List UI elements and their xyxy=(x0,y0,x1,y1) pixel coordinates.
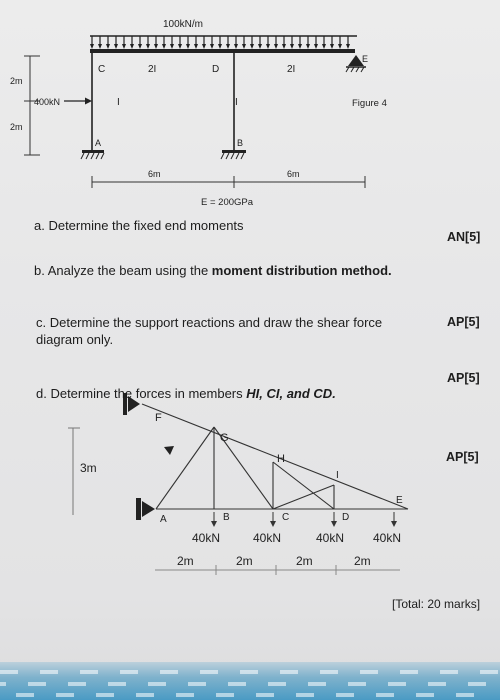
load-arrow-head xyxy=(330,44,334,49)
column-middle-inertia: I xyxy=(235,97,238,108)
truss-node-d: D xyxy=(342,512,349,523)
modulus-label: E = 200GPa xyxy=(201,197,254,208)
load-arrow-head xyxy=(234,44,238,49)
force-label: 400kN xyxy=(34,97,60,107)
load-arrow-head xyxy=(178,44,182,49)
fixed-support-b xyxy=(220,150,246,160)
point-load-arrow xyxy=(64,97,92,105)
load-arrow-head xyxy=(218,44,222,49)
span-dimension xyxy=(91,176,366,188)
load-arrow-head xyxy=(346,44,350,49)
top-chord xyxy=(141,403,409,510)
load-arrow-head xyxy=(122,44,126,49)
load-arrow-head xyxy=(130,44,134,49)
member-ci xyxy=(272,484,335,510)
truss-figure xyxy=(68,393,409,575)
question-extra-marks: AP[5] xyxy=(447,371,480,385)
truss-node-b: B xyxy=(223,512,230,523)
load-arrow-head xyxy=(266,44,270,49)
node-b-label: B xyxy=(237,138,243,148)
truss-load-2: 40kN xyxy=(253,531,281,545)
load-arrow-head xyxy=(162,44,166,49)
question-d-members: HI, CI, and CD. xyxy=(246,386,336,401)
load-arrow-head xyxy=(282,44,286,49)
load-arrow-head xyxy=(290,44,294,49)
truss-node-f: F xyxy=(155,412,162,424)
load-arrow-head xyxy=(314,44,318,49)
span-left-label: 6m xyxy=(148,169,161,179)
question-a: a. Determine the fixed end moments xyxy=(34,218,244,233)
load-arrow-head xyxy=(194,44,198,49)
truss-spacing-1: 2m xyxy=(177,554,194,568)
frame-beam xyxy=(90,49,355,53)
question-a-marks: AN[5] xyxy=(447,230,481,244)
member-ag xyxy=(155,426,215,510)
node-c-label: C xyxy=(98,64,105,75)
load-arrow-head xyxy=(170,44,174,49)
question-c-marks: AP[5] xyxy=(447,315,480,329)
truss-load-1: 40kN xyxy=(192,531,220,545)
truss-node-h: H xyxy=(277,453,285,465)
truss-spacing-4: 2m xyxy=(354,554,371,568)
question-d-marks: AP[5] xyxy=(446,450,479,464)
height-dimension xyxy=(24,55,40,156)
pin-support-e xyxy=(345,55,366,73)
support-f xyxy=(123,393,140,415)
question-d: d. Determine the forces in members HI, C… xyxy=(36,386,336,401)
node-a-label: A xyxy=(95,138,101,148)
load-arrow-head xyxy=(202,44,206,49)
direction-arrow xyxy=(164,446,174,455)
truss-node-e: E xyxy=(396,495,403,506)
member-gc xyxy=(213,426,274,510)
load-arrow-head xyxy=(146,44,150,49)
load-arrow-head xyxy=(298,44,302,49)
distributed-load xyxy=(90,35,357,49)
figure-label: Figure 4 xyxy=(352,98,387,109)
load-arrow-head xyxy=(106,44,110,49)
beam-left-inertia: 2I xyxy=(148,64,156,75)
truss-load-4: 40kN xyxy=(373,531,401,545)
background-water xyxy=(0,662,500,700)
load-label: 100kN/m xyxy=(163,19,203,30)
load-arrow-head xyxy=(250,44,254,49)
member-hd xyxy=(272,461,335,510)
load-arrow-head xyxy=(274,44,278,49)
height-upper-label: 2m xyxy=(10,76,23,86)
load-arrow-head xyxy=(322,44,326,49)
column-left-inertia: I xyxy=(117,97,120,108)
load-arrow-head xyxy=(242,44,246,49)
beam-right-inertia: 2I xyxy=(287,64,295,75)
span-right-label: 6m xyxy=(287,169,300,179)
height-lower-label: 2m xyxy=(10,122,23,132)
truss-node-a: A xyxy=(160,514,167,525)
load-arrow-head xyxy=(210,44,214,49)
load-arrow-head xyxy=(338,44,342,49)
question-b-method: moment distribution method. xyxy=(211,263,392,278)
load-arrow-head xyxy=(226,44,230,49)
truss-node-c: C xyxy=(282,512,289,523)
node-e-label: E xyxy=(362,54,368,64)
load-arrow-head xyxy=(114,44,118,49)
load-arrow-head xyxy=(154,44,158,49)
load-arrow-head xyxy=(306,44,310,49)
load-arrow-head xyxy=(258,44,262,49)
support-a xyxy=(136,498,155,520)
truss-height-label: 3m xyxy=(80,461,97,475)
truss-load-3: 40kN xyxy=(316,531,344,545)
total-marks: [Total: 20 marks] xyxy=(392,597,481,611)
truss-spacing-2: 2m xyxy=(236,554,253,568)
load-arrow-head xyxy=(138,44,142,49)
question-c: c. Determine the support reactions and d… xyxy=(36,315,383,347)
load-arrow-head xyxy=(186,44,190,49)
load-arrow-head xyxy=(90,44,94,49)
truss-node-i: I xyxy=(336,470,339,481)
question-b: b. Analyze the beam using the moment dis… xyxy=(34,263,392,278)
fixed-support-a xyxy=(80,150,105,160)
load-arrow-head xyxy=(98,44,102,49)
truss-node-g: G xyxy=(220,432,229,444)
node-d-label: D xyxy=(212,64,219,75)
truss-spacing-3: 2m xyxy=(296,554,313,568)
